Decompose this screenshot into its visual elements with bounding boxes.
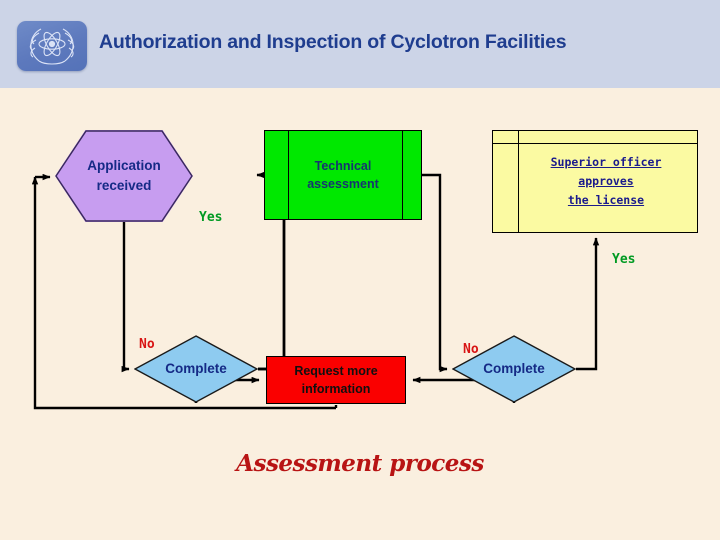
edge-complete2-yes-to-superior bbox=[576, 237, 600, 371]
edge-application-to-complete1 bbox=[121, 222, 130, 373]
predefined-process-bar-left bbox=[288, 131, 289, 219]
node-superior-officer-approves[interactable]: Superior officer approves the license bbox=[492, 130, 698, 233]
edge-label-no-1: No bbox=[139, 337, 155, 352]
edge-label-yes-2: Yes bbox=[612, 252, 636, 267]
edge-label-no-2: No bbox=[463, 342, 479, 357]
diagram-caption: Assessment process bbox=[236, 450, 484, 477]
page-header: Authorization and Inspection of Cyclotro… bbox=[0, 0, 720, 88]
diamond-shape bbox=[452, 335, 576, 403]
node-application-received-label: Application received bbox=[87, 158, 161, 193]
edge-label-yes-1: Yes bbox=[199, 210, 223, 225]
node-complete-decision-1-label: Complete bbox=[165, 361, 227, 377]
document-rule-horizontal bbox=[493, 143, 697, 144]
node-complete-decision-1[interactable]: Complete bbox=[134, 335, 258, 403]
node-superior-officer-approves-label: Superior officer approves the license bbox=[550, 155, 662, 207]
node-complete-decision-2[interactable]: Complete bbox=[452, 335, 576, 403]
hexagon-outline bbox=[55, 130, 193, 222]
diamond-shape bbox=[134, 335, 258, 403]
node-request-more-information-label: Request more information bbox=[294, 363, 378, 396]
edge-loop-to-application bbox=[31, 176, 336, 410]
node-complete-decision-2-label: Complete bbox=[483, 361, 545, 377]
edge-technical-to-complete2 bbox=[422, 173, 448, 373]
document-rule-vertical bbox=[518, 131, 519, 232]
node-technical-assessment[interactable]: Technical assessment bbox=[264, 130, 422, 220]
iaea-atom-laurel-logo bbox=[17, 21, 87, 71]
predefined-process-bar-right bbox=[402, 131, 403, 219]
node-request-more-information[interactable]: Request more information bbox=[266, 356, 406, 404]
node-technical-assessment-label: Technical assessment bbox=[307, 158, 379, 191]
page-title: Authorization and Inspection of Cyclotro… bbox=[99, 31, 567, 53]
flowchart-assessment-process: Application received Complete Technical … bbox=[0, 88, 720, 540]
node-application-received[interactable]: Application received bbox=[55, 130, 193, 222]
